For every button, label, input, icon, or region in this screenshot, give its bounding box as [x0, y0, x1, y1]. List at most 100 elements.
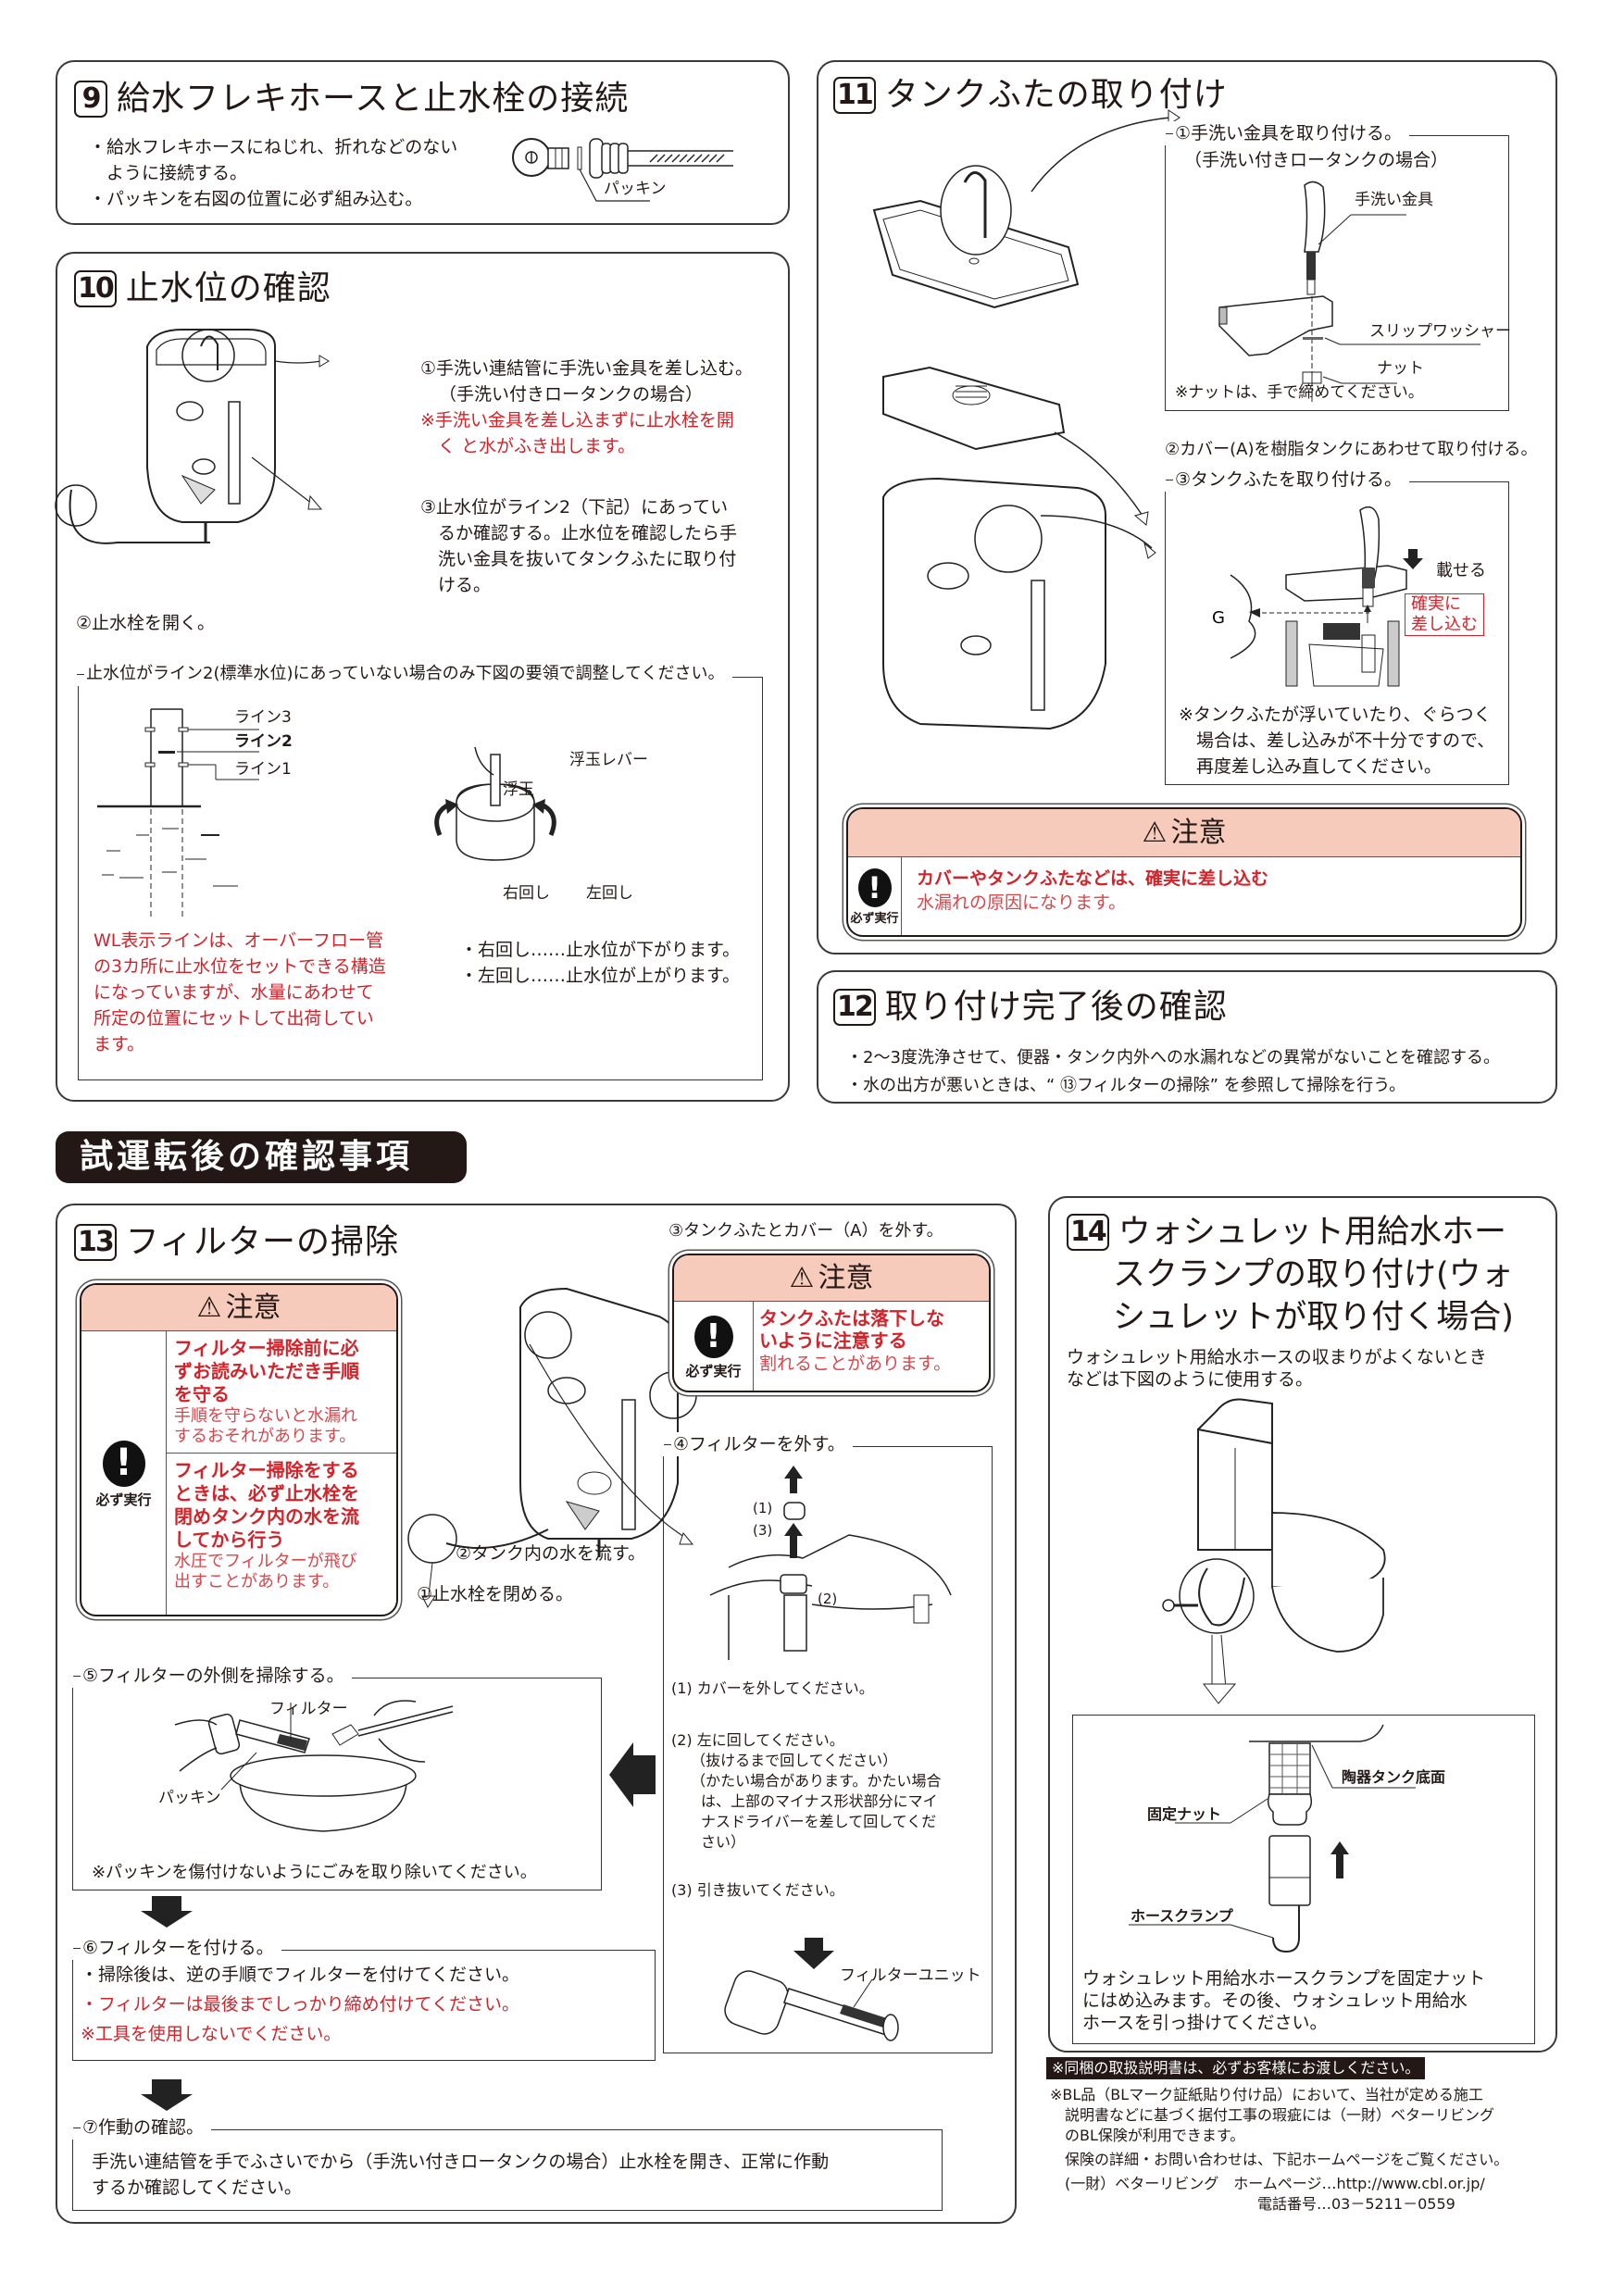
step-number-badge: 11 — [833, 77, 876, 114]
lid-drop-caution: ⚠ 注意 ! 必ず実行 タンクふたは落下しな いように注意する 割れることがあり… — [672, 1254, 991, 1392]
section-14-title: 14 ウォシュレット用給水ホー スクランプの取り付け(ウォ シュレットが取り付く… — [1067, 1211, 1514, 1339]
exclamation-icon: ! — [857, 868, 892, 908]
must-do-icon-col: ! 必ず実行 — [674, 1302, 754, 1391]
instruction-line: するか確認してください。 — [92, 2177, 302, 2198]
section-13-caution: ⚠ 注意 ! 必ず実行 フィルター掃除前に必 ずお読みいただき手順 を守る 手順… — [80, 1283, 398, 1616]
instruction-line: （かたい場合があります。かたい場合 — [671, 1772, 942, 1790]
note-line: 保険の詳細・お問い合わせは、下記ホームページをご覧ください。 — [1050, 2151, 1509, 2168]
caution-main-text: ずお読みいただき手順 — [174, 1360, 359, 1382]
caution-sub-text: 割れることがあります。 — [759, 1354, 952, 1374]
step-number-badge: 12 — [833, 989, 876, 1026]
section-12-title: 12 取り付け完了後の確認 — [833, 987, 1228, 1028]
insert-check-diagram: G — [1212, 505, 1423, 687]
step-4-instructions: (1) カバーを外してください。 (2) 左に回してください。 （抜けるまで回し… — [671, 1678, 942, 1901]
caution-header: ⚠ 注意 — [674, 1255, 989, 1302]
line-2-label: ライン2 — [234, 732, 293, 751]
instruction-line: ナスドライバーを差して回してくだ — [671, 1813, 937, 1830]
must-do-label: 必ず実行 — [850, 912, 899, 927]
caution-main-text: カバーやタンクふたなどは、確実に差し込む — [917, 868, 1269, 889]
step-text: ①手洗い連結管に手洗い金具を差し込む。 — [420, 358, 754, 379]
caution-main-text: フィルター掃除をする — [174, 1459, 359, 1481]
section-11-title: 11 タンクふたの取り付け — [833, 75, 1228, 116]
instruction-line: (1) カバーを外してください。 — [671, 1679, 874, 1697]
note-line: ※BL品（BLマーク証紙貼り付け品）において、当社が定める施工 — [1050, 2086, 1483, 2103]
instruction-line: にはめ込みます。その後、ウォシュレット用給水 — [1082, 1990, 1468, 2011]
warning-text: く と水がふき出します。 — [420, 436, 636, 456]
section-title-text: タンクふたの取り付け — [884, 76, 1228, 114]
section-11-panel: 11 タンクふたの取り付け ①手洗い金具を取り付ける。 （手洗い付きロータンクの… — [817, 60, 1557, 955]
section-title-text: 止水位の確認 — [125, 269, 331, 307]
caution-sub-text: 出すことがあります。 — [174, 1572, 340, 1591]
note-line: 所定の位置にセットして出荷してい — [94, 1008, 374, 1029]
callout-line: 確実に — [1411, 594, 1461, 614]
instruction-line: (3) 引き抜いてください。 — [671, 1881, 844, 1899]
float-label: 浮玉 — [503, 780, 534, 799]
open-tank-illustration — [55, 329, 330, 544]
step-7-text: 手洗い連結管を手でふさいでから（手洗い付きロータンクの場合）止水栓を開き、正常に… — [92, 2149, 829, 2201]
note-line: 再度差し込み直してください。 — [1179, 756, 1442, 777]
filter-label: フィルター — [269, 1700, 348, 1718]
nut-label: ナット — [1377, 359, 1424, 378]
caution-main-text: フィルター掃除前に必 — [174, 1337, 359, 1359]
step-1-label: ①手洗い金具を取り付ける。 — [1164, 121, 1410, 146]
caution-header-text: 注意 — [1170, 816, 1227, 849]
step-number-badge: 14 — [1067, 1214, 1109, 1251]
overflow-pipe-diagram — [97, 708, 259, 918]
bullet: ・給水フレキホースにねじれ、折れなどのない — [89, 137, 458, 157]
exclamation-icon: ! — [102, 1440, 145, 1487]
step-3-label: ③タンクふたを取り付ける。 — [1164, 468, 1410, 493]
step-1-close-valve: ①止水栓を閉める。 — [417, 1584, 574, 1604]
wl-line-note: WL表示ラインは、オーバーフロー管 の3カ所に止水位をセットできる構造 になって… — [94, 928, 386, 1057]
rotate-right-label: 右回し — [503, 884, 550, 903]
instruction-line: ホースを引っ掛けてください。 — [1082, 2013, 1328, 2033]
section-10-title: 10 止水位の確認 — [74, 268, 331, 309]
bullet-cont: ように接続する。 — [89, 163, 248, 183]
caution-main-text: タンクふたは落下しな — [759, 1307, 944, 1329]
section-title-text: フィルターの掃除 — [125, 1223, 400, 1261]
note-line: になっていますが、水量にあわせて — [94, 982, 374, 1003]
float-lever-label: 浮玉レバー — [569, 751, 648, 769]
caution-sub-text: 水圧でフィルターが飛び — [174, 1552, 357, 1571]
post-trial-check-banner: 試運転後の確認事項 — [56, 1131, 467, 1183]
section-11-step-2: ②カバー(A)を樹脂タンクにあわせて取り付ける。 — [1165, 440, 1538, 459]
tank-bottom-label: 陶器タンク底面 — [1342, 1768, 1446, 1786]
note-line: 場合は、差し込みが不十分ですので、 — [1179, 730, 1495, 751]
warning-triangle-icon: ⚠ — [1142, 816, 1168, 849]
line-3-label: ライン3 — [234, 708, 292, 727]
note-line: ます。 — [94, 1034, 145, 1054]
rotate-left-label: 左回し — [586, 884, 633, 903]
svg-text:G: G — [1212, 608, 1225, 628]
instruction-line: (2) 左に回してください。 — [671, 1731, 844, 1749]
tank-drain-illustration — [407, 1287, 697, 1608]
step-number-badge: 10 — [74, 270, 117, 307]
operation-check-box: ⑦作動の確認。 手洗い連結管を手でふさいでから（手洗い付きロータンクの場合）止水… — [71, 2115, 943, 2211]
instruction-line: ・フィルターは最後までしっかり締め付けてください。 — [81, 1994, 520, 2015]
toilet-with-washlet-illustration — [1162, 1398, 1386, 1704]
step-1-sub: （手洗い付きロータンクの場合） — [1184, 150, 1449, 170]
slip-washer-label: スリップワッシャー — [1369, 322, 1511, 341]
rotation-notes: ・右回し……止水位が下がります。 ・左回し……止水位が上がります。 — [460, 937, 740, 989]
step-6-instructions: ・掃除後は、逆の手順でフィルターを付けてください。 ・フィルターは最後までしっか… — [81, 1960, 519, 2049]
note-line: ・右回し……止水位が下がります。 — [460, 940, 741, 960]
instruction-line: 手洗い連結管を手でふさいでから（手洗い付きロータンクの場合）止水栓を開き、正常に… — [92, 2152, 830, 2172]
left-arrow-icon — [609, 1742, 656, 1807]
step-number-badge: 13 — [74, 1224, 117, 1261]
step-text: 洗い金具を抜いてタンクふたに取り付 — [420, 549, 737, 569]
step-3-remove-lid: ③タンクふたとカバー（A）を外す。 — [668, 1221, 943, 1241]
remove-filter-box: ④フィルターを外す。 (1) (3) (2) (1) カバーを外してください。 … — [662, 1432, 993, 2053]
caution-main-text: 閉めタンク内の水を流 — [174, 1505, 359, 1528]
fixed-nut-label: 固定ナット — [1147, 1805, 1222, 1823]
tank-lid-assembly-illustration — [872, 109, 1181, 730]
insert-securely-callout: 確実に 差し込む — [1405, 593, 1484, 636]
intro-line: ウォシュレット用給水ホースの収まりがよくないとき — [1067, 1347, 1487, 1367]
section-10-step-1: ①手洗い連結管に手洗い金具を差し込む。 （手洗い付きロータンクの場合） ※手洗い… — [420, 356, 753, 459]
must-do-label: 必ず実行 — [95, 1491, 152, 1508]
step-2-drain: ②タンク内の水を流す。 — [456, 1543, 646, 1564]
step-text: ける。 — [420, 575, 492, 595]
faucet-section-diagram — [1218, 181, 1480, 405]
step-5-label: ⑤フィルターの外側を掃除する。 — [71, 1664, 352, 1689]
section-10-panel: 10 止水位の確認 ①手洗い連結管に手洗い金具を差し込む。 （手洗い付きロータン… — [55, 252, 790, 1102]
section-14-panel: 14 ウォシュレット用給水ホー スクランプの取り付け(ウォ シュレットが取り付く… — [1048, 1196, 1557, 2053]
instruction-line: ウォシュレット用給水ホースクランプを固定ナット — [1082, 1968, 1486, 1989]
caution-main-text: を守る — [174, 1383, 230, 1405]
